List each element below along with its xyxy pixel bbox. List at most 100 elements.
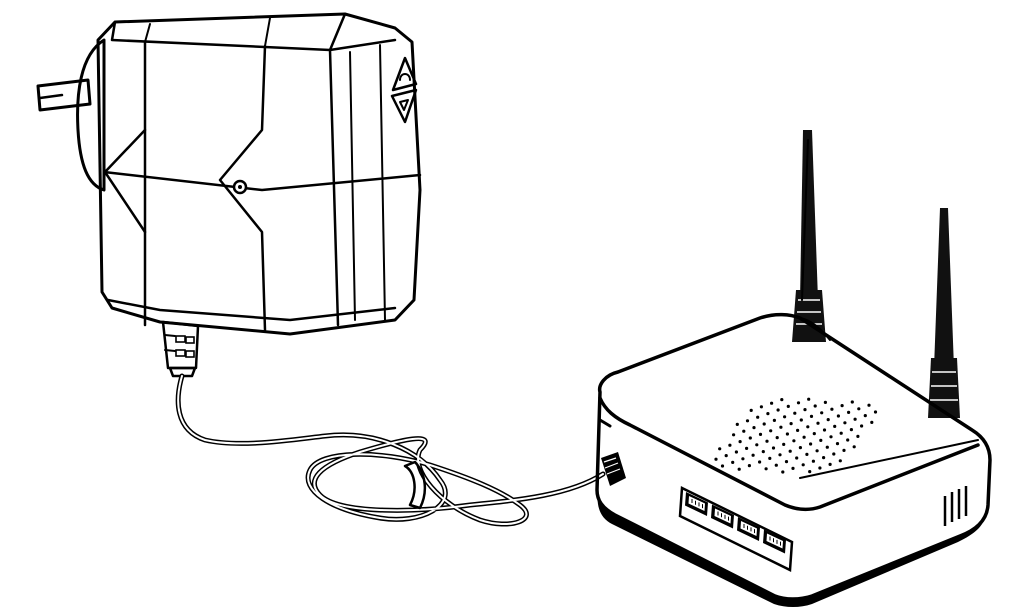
vent-hole [847,410,851,414]
vent-hole [805,452,809,456]
vent-hole [714,457,718,461]
vent-hole [783,415,787,419]
vent-hole [863,414,867,418]
vent-hole [846,438,850,442]
vent-hole [720,464,725,468]
vent-hole [734,450,739,454]
vent-hole [818,466,822,470]
vent-hole [751,453,755,457]
vent-hole [811,459,816,463]
vent-hole [812,432,816,436]
vent-hole [761,450,765,454]
lan-port-socket [688,496,705,511]
vent-hole [758,432,763,436]
vent-hole [784,460,789,464]
vent-hole [826,418,830,422]
vent-hole [839,431,843,435]
vent-hole [803,408,807,412]
vent-hole [762,422,766,426]
vent-hole [798,446,803,450]
vent-hole [835,442,840,446]
vent-hole [742,429,746,433]
plug-prongs [36,78,92,112]
antenna-right [928,208,960,418]
vent-hole [860,424,864,428]
vent-hole [782,442,786,446]
vent-hole [816,421,820,425]
vent-hole [849,428,854,432]
vent-hole [873,410,878,414]
vent-hole [830,407,834,411]
vent-hole [769,429,773,433]
lan-ports [678,486,794,572]
vent-hole [840,404,844,408]
vent-hole [852,445,856,449]
vent-hole [779,425,783,429]
vent-hole [843,421,847,425]
wireless-router [595,130,992,607]
vent-hole [802,435,806,439]
vent-hole [809,414,814,418]
vent-hole [832,452,836,456]
vent-hole [815,449,819,453]
vent-hole [732,433,736,437]
cable-tie [403,460,427,510]
vent-hole [724,454,728,458]
lan-port-pins [769,536,781,546]
vent-hole [829,435,833,439]
power-socket-icon [390,88,418,124]
vent-hole [828,462,832,466]
vent-hole [770,401,774,405]
vent-hole [772,418,777,422]
vent-grid [714,397,878,474]
power-adapter [36,12,422,336]
lan-port-bar [678,486,794,572]
vent-hole [842,448,846,452]
vent-hole [796,401,801,405]
vent-hole [809,442,813,446]
vent-hole [795,456,799,460]
vent-hole [838,459,842,463]
lan-port-pins [691,499,703,509]
lan-port-pins [743,524,755,534]
vent-hole [825,445,829,449]
power-port [601,452,626,486]
vent-hole [774,463,778,467]
vent-hole [738,440,742,444]
vent-hole [745,446,749,450]
vent-hole [737,467,741,471]
vent-hole [755,443,759,447]
vent-hole [857,407,861,411]
vent-hole [731,460,735,464]
vent-hole [801,463,805,467]
vent-hole [718,447,722,451]
vent-hole [728,443,732,447]
vent-hole [822,456,826,460]
vent-hole [781,470,785,474]
vent-hole [768,456,772,460]
vent-hole [778,453,782,457]
vent-hole [853,417,857,421]
power-plug-icon [391,56,418,92]
antenna-left [792,130,826,342]
vent-hole [820,411,824,415]
vent-hole [823,400,828,404]
vent-hole [785,432,790,436]
vent-hole [856,434,860,438]
lan-port-socket [766,533,783,549]
vent-hole [836,414,841,418]
vent-hole [776,408,780,412]
router-body [595,312,992,601]
vent-hole [741,457,745,461]
vent-hole [807,397,811,401]
vent-hole [796,428,800,432]
vent-hole [791,466,795,470]
vent-hole [735,422,739,426]
lan-port-pins [717,511,729,521]
vent-hole [833,424,837,428]
vent-hole [870,420,874,424]
vent-hole [756,415,760,419]
vent-hole [786,404,790,408]
